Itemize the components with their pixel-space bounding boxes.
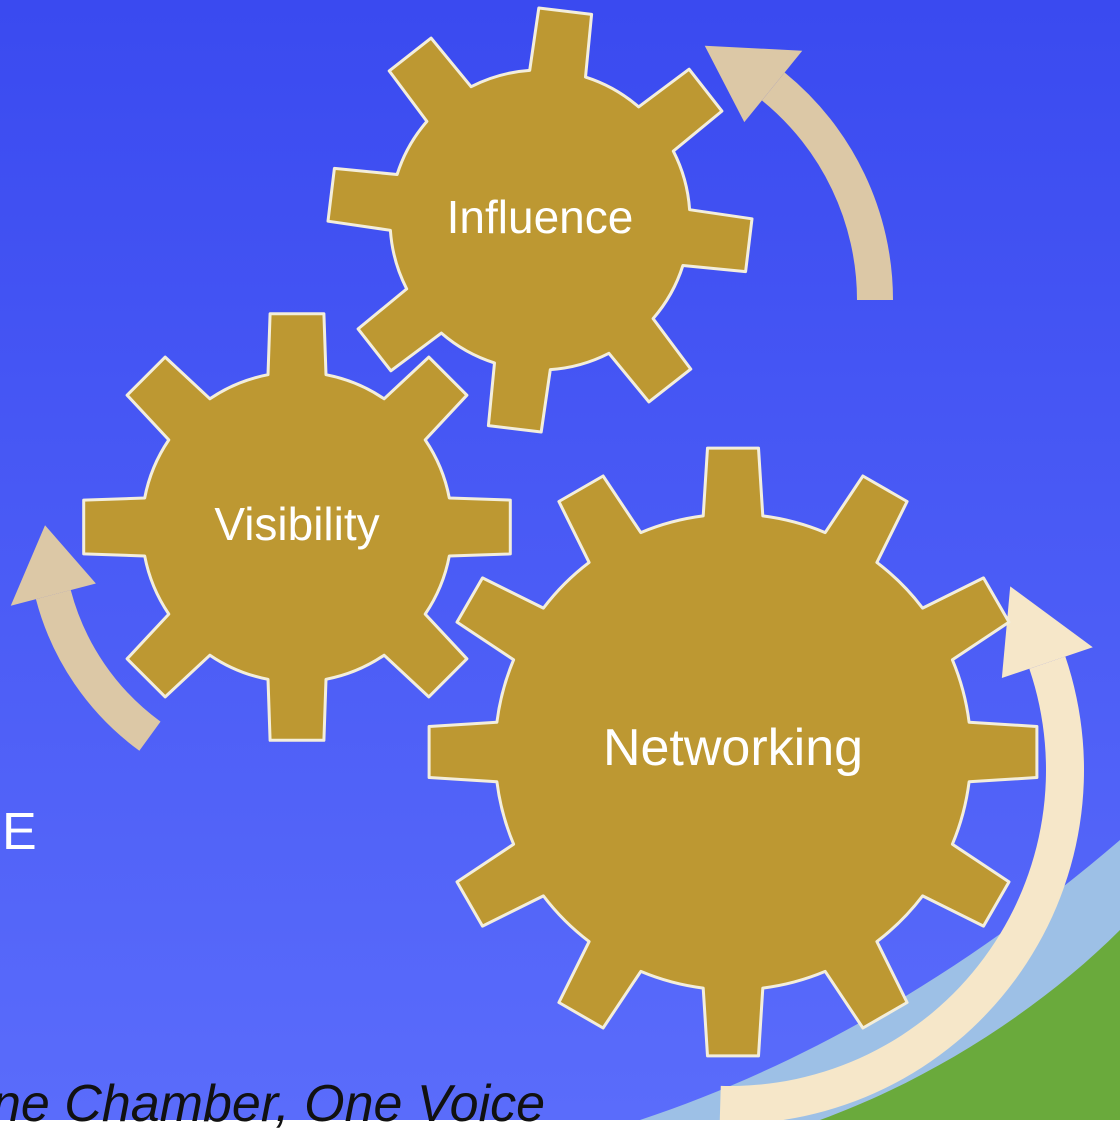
arrowhead-icon bbox=[1001, 586, 1093, 679]
gear-influence: Influence bbox=[326, 6, 754, 434]
arrowhead-icon bbox=[704, 45, 803, 123]
curved-arrow-left bbox=[10, 525, 161, 751]
gear-icon bbox=[82, 312, 512, 742]
gear-visibility: Visibility bbox=[82, 312, 512, 742]
gear-label-visibility: Visibility bbox=[214, 498, 379, 550]
gear-label-influence: Influence bbox=[447, 191, 634, 243]
curved-arrow-right-bottom bbox=[719, 586, 1093, 1120]
gear-label-networking: Networking bbox=[603, 719, 863, 777]
arrowhead-icon bbox=[10, 525, 96, 606]
side-text: E bbox=[2, 803, 37, 861]
swoosh-green bbox=[820, 930, 1120, 1120]
tagline: ne Chamber, One Voice bbox=[0, 1075, 546, 1133]
gear-networking: Networking bbox=[427, 446, 1039, 1058]
curved-arrow-icon bbox=[719, 656, 1084, 1120]
gear-icon bbox=[326, 6, 754, 434]
curved-arrow-icon bbox=[35, 590, 161, 751]
gear-icon bbox=[427, 446, 1039, 1058]
curved-arrow-icon bbox=[761, 72, 893, 301]
curved-arrow-right-top bbox=[704, 45, 893, 301]
